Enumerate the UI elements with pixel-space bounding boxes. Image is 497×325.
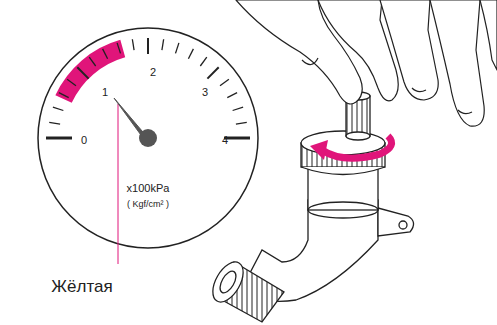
scale-number: 2: [150, 67, 156, 78]
knob-base: [346, 132, 370, 140]
leader-line: [118, 104, 119, 264]
body-ring: [308, 202, 378, 218]
scale-number: 0: [81, 135, 87, 146]
nut-end: [207, 257, 250, 307]
turn-arrowhead: [310, 140, 328, 160]
turn-arrow: [322, 136, 392, 158]
cap-top: [301, 131, 385, 155]
unit-label: x100kPa: [127, 183, 170, 194]
scale-ticks: [46, 38, 250, 138]
scale-tick: [227, 93, 237, 98]
mounting-tab: [378, 208, 414, 236]
middle-finger: [380, 0, 438, 100]
scale-tick: [220, 79, 229, 85]
scale-number: 3: [202, 87, 208, 98]
scale-tick: [207, 67, 218, 78]
scale-tick: [236, 122, 247, 124]
scale-tick: [89, 57, 95, 66]
scale-tick: [200, 57, 206, 66]
needle-hub: [139, 129, 157, 147]
scale-tick: [132, 39, 134, 50]
hand: [236, 0, 497, 126]
ring-finger: [430, 0, 484, 126]
yellow-zone-band: [55, 40, 125, 103]
scale-tick: [176, 43, 179, 53]
scale-number: 1: [102, 87, 108, 98]
scale-tick: [117, 43, 120, 53]
scale-tick: [147, 38, 149, 54]
tab-hole: [399, 221, 407, 229]
scale-tick: [103, 49, 108, 59]
pressure-gauge: [38, 28, 258, 264]
scale-tick: [53, 107, 63, 110]
thumb-crease: [302, 58, 318, 65]
scale-number: 4: [222, 135, 228, 146]
valve-fitting: [207, 92, 414, 322]
nut-bore: [217, 269, 239, 296]
unit-label: ( Kgf/cm² ): [127, 200, 169, 209]
knuckle-line: [458, 110, 472, 114]
yellow-zone: [55, 40, 125, 103]
scale-tick: [49, 122, 60, 124]
palm: [480, 0, 497, 70]
scale-tick: [162, 39, 164, 50]
scale-tick: [77, 67, 88, 78]
knuckle-line: [412, 88, 426, 92]
scale-tick: [233, 107, 243, 110]
gauge-face: [38, 28, 258, 248]
scale-tick: [188, 49, 193, 59]
zone-label: Жёлтая: [51, 278, 112, 295]
scale-tick: [59, 93, 69, 98]
scale-tick: [46, 137, 72, 140]
scale-tick: [67, 79, 76, 85]
cap-bottom: [301, 167, 385, 175]
